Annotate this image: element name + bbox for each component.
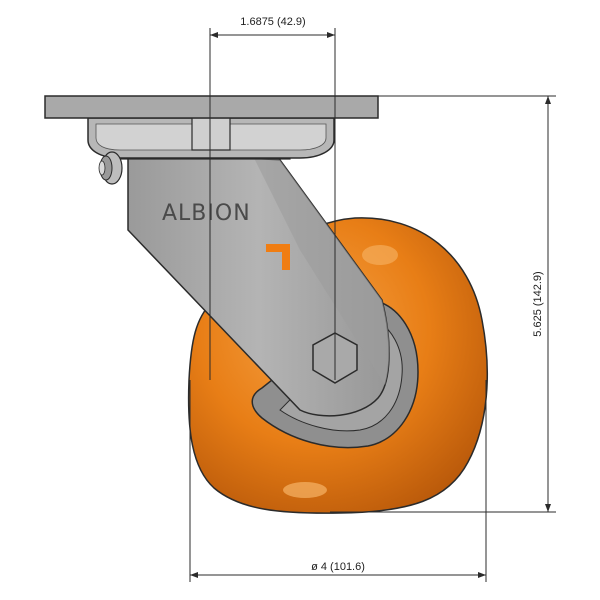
dimension-top-width: 1.6875 (42.9) [240,16,305,28]
dimension-lines [189,28,556,582]
fork-shadow [250,150,390,385]
brand-logo-icon [266,244,290,270]
dimension-height: 5.625 (142.9) [532,271,544,336]
grease-fitting-icon [98,151,123,185]
dimension-arrows [190,32,551,578]
brand-name: ALBION [162,201,251,226]
swivel-assembly [87,117,335,185]
top-plate [44,95,379,119]
wheel-highlight-top [362,245,398,265]
dimension-wheel-diameter: ø 4 (101.6) [311,561,365,573]
kingpin-cap [191,117,231,151]
wheel-highlight [283,482,327,498]
